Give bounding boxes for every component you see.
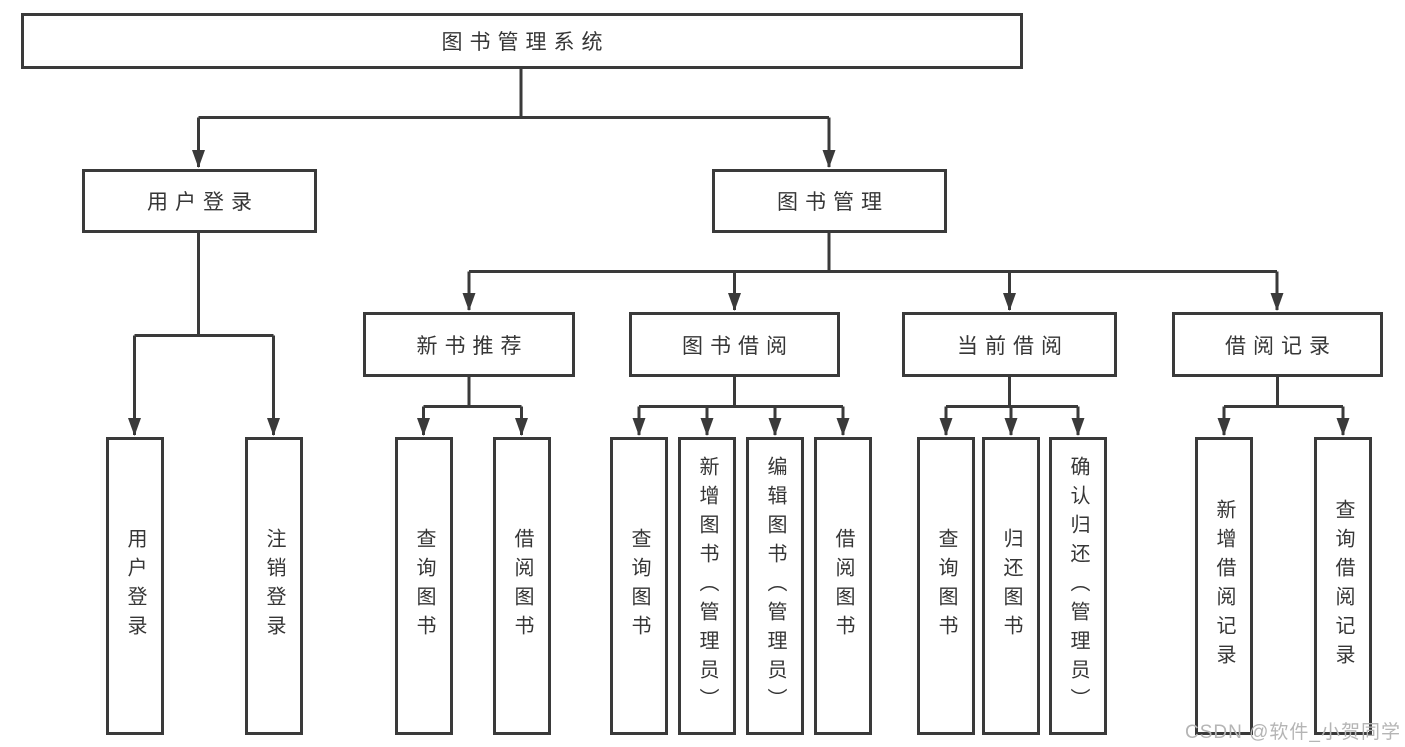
leaf-borrow-books-recommend-label: 借阅图书 (511, 528, 533, 644)
leaf-add-book-admin: 新增图书（管理员） (678, 437, 736, 735)
leaf-borrow-books-borrowing: 借阅图书 (814, 437, 872, 735)
leaf-add-borrowing-record-label: 新增借阅记录 (1213, 499, 1235, 673)
leaf-query-books-current-label: 查询图书 (935, 528, 957, 644)
leaf-query-borrowing-record-label: 查询借阅记录 (1332, 499, 1354, 673)
leaf-user-login: 用户登录 (106, 437, 164, 735)
node-book-management: 图书管理 (712, 169, 947, 233)
node-user-login: 用户登录 (82, 169, 317, 233)
leaf-add-book-admin-label: 新增图书（管理员） (696, 455, 718, 717)
leaf-confirm-return-admin-label: 确认归还（管理员） (1067, 455, 1089, 717)
leaf-confirm-return-admin: 确认归还（管理员） (1049, 437, 1107, 735)
node-new-book-recommendation: 新书推荐 (363, 312, 575, 377)
leaf-borrow-books-borrowing-label: 借阅图书 (832, 528, 854, 644)
leaf-query-borrowing-record: 查询借阅记录 (1314, 437, 1372, 735)
leaf-query-books-borrowing-label: 查询图书 (628, 528, 650, 644)
node-current-borrowing: 当前借阅 (902, 312, 1117, 377)
leaf-borrow-books-recommend: 借阅图书 (493, 437, 551, 735)
leaf-return-books-label: 归还图书 (1000, 528, 1022, 644)
leaf-logout-label: 注销登录 (263, 528, 285, 644)
leaf-query-books-recommend: 查询图书 (395, 437, 453, 735)
node-library-management-system: 图书管理系统 (21, 13, 1023, 69)
watermark: CSDN @软件_小贺同学 (1185, 722, 1401, 743)
leaf-add-borrowing-record: 新增借阅记录 (1195, 437, 1253, 735)
leaf-logout: 注销登录 (245, 437, 303, 735)
leaf-edit-book-admin-label: 编辑图书（管理员） (764, 455, 786, 717)
node-book-borrowing: 图书借阅 (629, 312, 840, 377)
leaf-user-login-label: 用户登录 (124, 528, 146, 644)
leaf-query-books-current: 查询图书 (917, 437, 975, 735)
leaf-return-books: 归还图书 (982, 437, 1040, 735)
node-borrowing-records: 借阅记录 (1172, 312, 1383, 377)
leaf-query-books-borrowing: 查询图书 (610, 437, 668, 735)
leaf-edit-book-admin: 编辑图书（管理员） (746, 437, 804, 735)
leaf-query-books-recommend-label: 查询图书 (413, 528, 435, 644)
